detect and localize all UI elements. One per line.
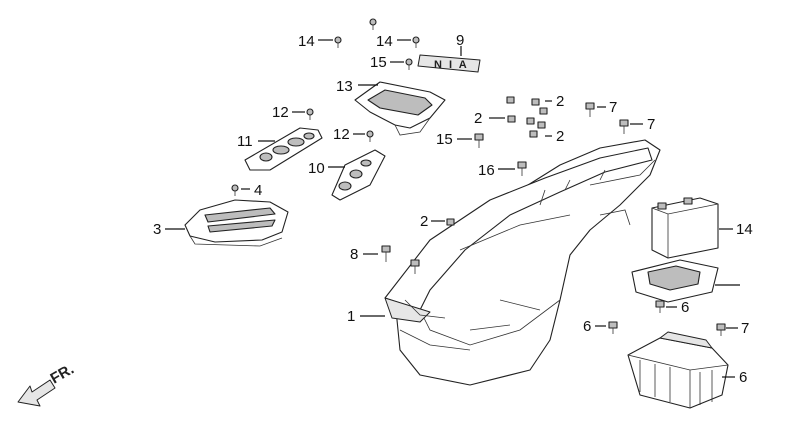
callout-3: 3 <box>153 221 161 238</box>
bolt-icon <box>410 259 420 274</box>
arrow-icon <box>17 379 56 407</box>
bolt-icon <box>655 300 665 313</box>
callout-1: 1 <box>347 308 355 325</box>
clip-icon <box>446 218 455 226</box>
callout-10: 10 <box>308 160 325 177</box>
clip-icon <box>531 98 540 106</box>
callout-12: 12 <box>272 104 289 121</box>
screw-icon <box>405 58 413 70</box>
pad-11 <box>244 127 323 171</box>
seat-cover <box>184 199 289 247</box>
callout-2: 2 <box>556 128 564 145</box>
leader-lines <box>165 39 740 378</box>
callout-6: 6 <box>583 318 591 335</box>
bolt-icon <box>517 161 527 176</box>
pad-10 <box>331 149 386 201</box>
screw-icon <box>306 108 314 120</box>
screw-icon <box>366 130 374 142</box>
screw-icon <box>334 36 342 48</box>
bolt-icon <box>585 102 595 117</box>
bolt-icon <box>474 133 484 148</box>
callout-14: 14 <box>376 33 393 50</box>
callout-6: 6 <box>681 299 689 316</box>
callout-7: 8 <box>350 246 358 263</box>
clip-icon <box>537 121 546 129</box>
bracket-13 <box>354 81 446 136</box>
front-direction-indicator: FR. <box>17 361 77 407</box>
callout-12: 12 <box>333 126 350 143</box>
callout-14: 15 <box>370 54 387 71</box>
battery-box <box>627 331 729 409</box>
callout-13: 13 <box>336 78 353 95</box>
screw-icon <box>412 36 420 48</box>
fasteners <box>231 18 726 336</box>
clip-icon <box>539 107 548 115</box>
callout-15: 15 <box>436 131 453 148</box>
label-plate-text: N I A <box>434 59 469 71</box>
screw-icon <box>231 184 239 196</box>
callout-7: 7 <box>609 99 617 116</box>
callouts: 14 14 15 9 13 12 12 11 10 4 3 2 2 2 2 7 … <box>153 32 753 386</box>
callout-7: 7 <box>647 116 655 133</box>
callout-15: 16 <box>478 162 495 179</box>
battery <box>651 197 719 259</box>
clip-icon <box>507 115 516 123</box>
callout-11: 11 <box>237 133 253 150</box>
luggage-box <box>384 139 661 386</box>
bolt-icon <box>716 323 726 336</box>
clip-icon <box>529 130 538 138</box>
bolt-icon <box>608 321 618 334</box>
callout-8: 14 <box>736 221 753 238</box>
bolt-icon <box>619 119 629 134</box>
callout-2: 2 <box>556 93 564 110</box>
callout-5: 6 <box>739 369 747 386</box>
screw-icon <box>369 18 377 30</box>
callout-9: 9 <box>456 32 464 49</box>
clip-icon <box>526 117 535 125</box>
label-plate: N I A <box>417 54 481 73</box>
callout-2: 2 <box>420 213 428 230</box>
bolt-icon <box>381 245 391 262</box>
battery-cover <box>631 259 719 303</box>
callout-6: 7 <box>741 320 749 337</box>
clip-icon <box>506 96 515 104</box>
callout-14: 14 <box>298 33 315 50</box>
callout-2: 2 <box>474 110 482 127</box>
callout-4: 4 <box>254 182 262 199</box>
